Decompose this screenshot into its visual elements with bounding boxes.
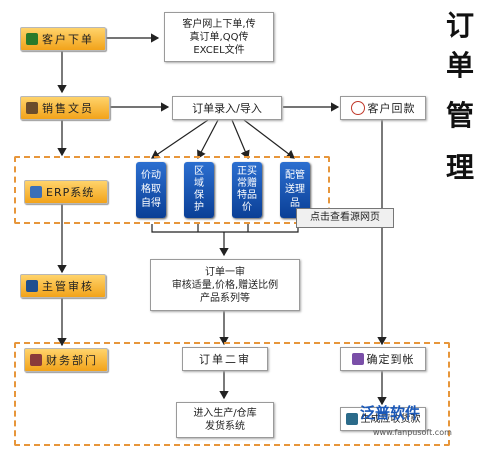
title-char-4: 理 bbox=[445, 151, 474, 184]
arrow-entry-to-m3 bbox=[231, 119, 250, 160]
first-review-line-1: 订单一审 bbox=[205, 266, 245, 278]
receivable-box: 生成应收货款 bbox=[340, 407, 426, 431]
arrow-entry-to-m1 bbox=[151, 119, 209, 159]
sales-icon bbox=[26, 102, 38, 114]
confirm-icon bbox=[351, 353, 364, 365]
modules-bracket bbox=[151, 224, 299, 233]
second-review-label: 订单二审 bbox=[199, 352, 251, 366]
role-sales-label: 销售文员 bbox=[42, 102, 94, 115]
title-char-3: 管 bbox=[445, 99, 474, 132]
role-finance: 财务部门 bbox=[24, 348, 108, 372]
order-entry-label: 订单录入/导入 bbox=[192, 101, 262, 115]
payment-seal-icon bbox=[350, 101, 365, 115]
erp-module-price: 价动格取自得 bbox=[136, 162, 166, 218]
role-customer-order: 客户下单 bbox=[20, 27, 106, 51]
customer-payment-box: 客户回款 bbox=[340, 96, 426, 120]
role-erp: ERP系统 bbox=[24, 180, 108, 204]
title-char-2: 单 bbox=[445, 49, 474, 82]
arrow-entry-to-m4 bbox=[243, 119, 295, 159]
customer-icon bbox=[26, 33, 38, 45]
confirm-receipt-label: 确定到帐 bbox=[366, 352, 415, 366]
computer-icon bbox=[30, 186, 42, 198]
receivable-label: 生成应收货款 bbox=[360, 413, 421, 425]
receivable-icon bbox=[345, 413, 358, 425]
watermark-url: www.fanpusoft.com bbox=[373, 428, 452, 437]
customer-payment-label: 客户回款 bbox=[367, 101, 416, 115]
first-review-box: 订单一审 审核适量,价格,赠送比例 产品系列等 bbox=[150, 259, 300, 311]
order-entry-box: 订单录入/导入 bbox=[172, 96, 282, 120]
second-review-box: 订单二审 bbox=[182, 347, 268, 371]
title-char-1: 订 bbox=[445, 9, 474, 42]
role-sales: 销售文员 bbox=[20, 96, 110, 120]
supervisor-icon bbox=[26, 280, 38, 292]
order-channels-box: 客户网上下单,传 真订单,QQ传 EXCEL文件 bbox=[164, 12, 274, 62]
order-channels-line-2: 真订单,QQ传 bbox=[189, 31, 249, 43]
role-finance-label: 财务部门 bbox=[46, 354, 98, 367]
warehouse-line-1: 进入生产/仓库 bbox=[193, 408, 257, 419]
arrow-entry-to-m2 bbox=[197, 119, 219, 160]
view-source-tooltip[interactable]: 点击查看源网页 bbox=[296, 208, 394, 228]
erp-module-gift: 正买常赠特品价 bbox=[232, 162, 262, 218]
confirm-receipt-box: 确定到帐 bbox=[340, 347, 426, 371]
warehouse-line-2: 发货系统 bbox=[205, 421, 245, 432]
finance-group-frame bbox=[14, 342, 450, 446]
order-channels-line-3: EXCEL文件 bbox=[193, 44, 245, 56]
role-supervisor-label: 主管审核 bbox=[42, 280, 94, 293]
finance-icon bbox=[30, 354, 42, 366]
role-supervisor: 主管审核 bbox=[20, 274, 106, 298]
erp-module-region: 区域保护 bbox=[184, 162, 214, 218]
role-erp-label: ERP系统 bbox=[46, 186, 95, 199]
order-channels-line-1: 客户网上下单,传 bbox=[182, 18, 256, 30]
first-review-line-3: 产品系列等 bbox=[200, 292, 250, 304]
watermark-name: 泛普软件 bbox=[360, 404, 421, 422]
first-review-line-2: 审核适量,价格,赠送比例 bbox=[171, 279, 279, 291]
erp-group-frame bbox=[14, 156, 330, 224]
warehouse-box: 进入生产/仓库 发货系统 bbox=[176, 402, 274, 438]
role-customer-order-label: 客户下单 bbox=[42, 33, 94, 46]
